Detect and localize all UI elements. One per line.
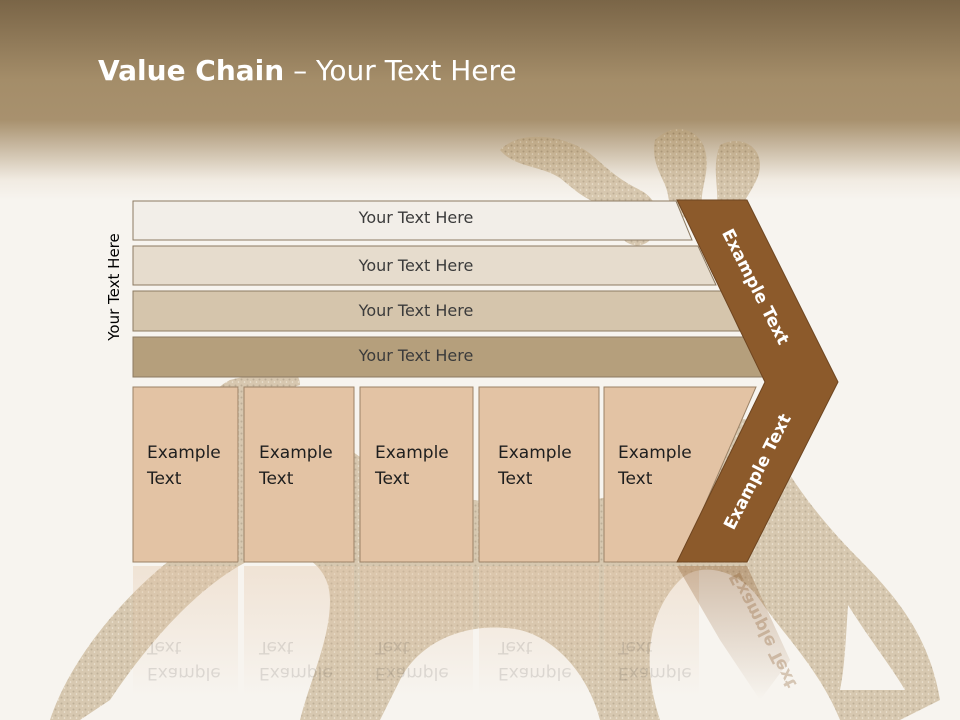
slide-title-bold: Value Chain xyxy=(98,54,285,87)
column-reflection-5 xyxy=(604,566,699,696)
column-label-2: Example Text xyxy=(259,443,333,489)
row-label-1: Your Text Here xyxy=(358,208,474,227)
chevron-reflection xyxy=(677,566,790,700)
column-label-reflection-2: Example Text xyxy=(259,637,333,683)
column-box-2 xyxy=(243,386,355,563)
column-label-reflection-3: Example Text xyxy=(375,637,449,683)
column-label-1: Example Text xyxy=(147,443,221,489)
row-label-3: Your Text Here xyxy=(358,301,474,320)
row-label-4: Your Text Here xyxy=(358,346,474,365)
header-band xyxy=(0,0,960,200)
slide-title: Value Chain – Your Text Here xyxy=(98,54,517,87)
column-box-3 xyxy=(359,386,474,563)
column-label-reflection-5: Example Text xyxy=(618,637,692,683)
column-label-5: Example Text xyxy=(618,443,692,489)
column-reflection-1 xyxy=(133,566,238,696)
margin-chevron-arrow xyxy=(676,199,839,563)
row-bar-2 xyxy=(132,245,717,286)
slide-title-rest: – Your Text Here xyxy=(284,54,517,87)
column-reflection-2 xyxy=(244,566,354,696)
column-box-1 xyxy=(132,386,239,563)
row-label-2: Your Text Here xyxy=(358,256,474,275)
column-box-4 xyxy=(478,386,600,563)
column-label-reflection-4: Example Text xyxy=(498,637,572,683)
row-bar-1 xyxy=(132,200,693,241)
column-label-reflection-1: Example Text xyxy=(147,637,221,683)
column-label-3: Example Text xyxy=(375,443,449,489)
column-reflection-3 xyxy=(360,566,473,696)
column-reflection-4 xyxy=(479,566,599,696)
column-label-4: Example Text xyxy=(498,443,572,489)
